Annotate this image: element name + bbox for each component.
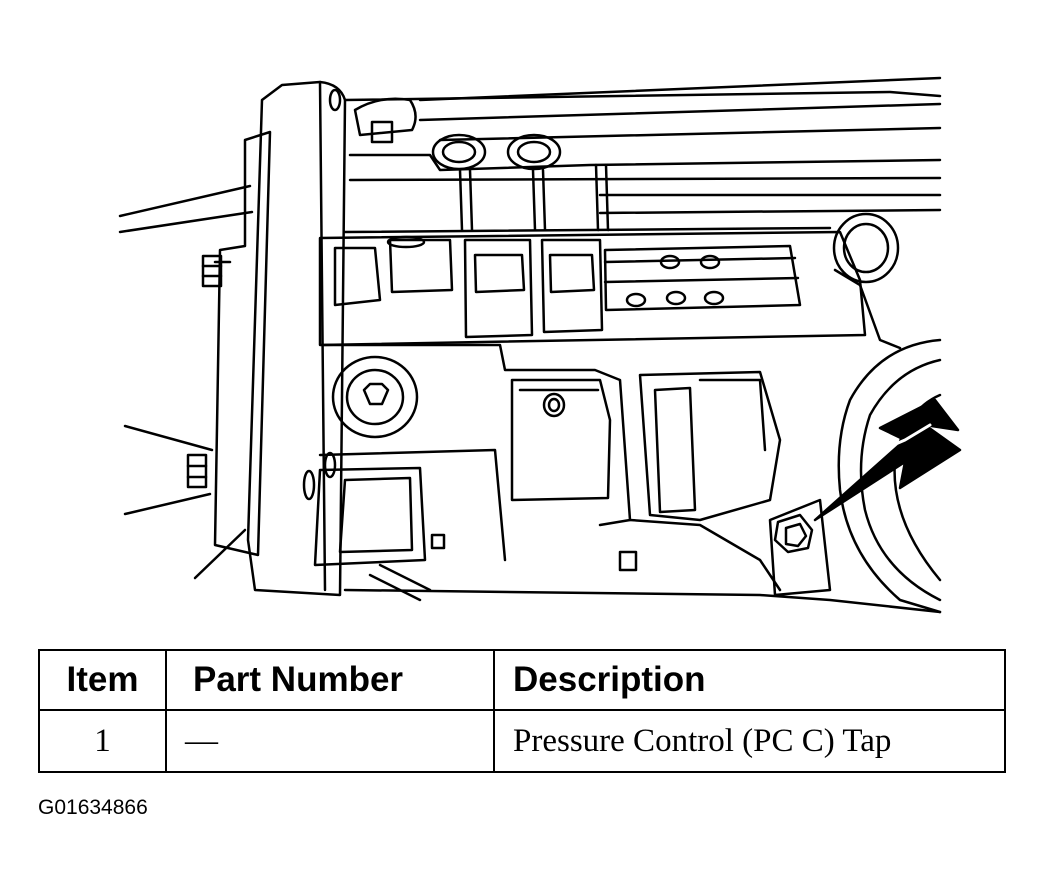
header-description: Description [493, 649, 1006, 711]
cell-item: 1 [38, 709, 167, 773]
table-header-row: Item Part Number Description [38, 649, 1006, 711]
cell-part-number: — [165, 709, 495, 773]
parts-table: Item Part Number Description 1 — Pressur… [38, 649, 1006, 773]
header-part-number: Part Number [165, 649, 495, 711]
table-row: 1 — Pressure Control (PC C) Tap [38, 709, 1006, 773]
header-item: Item [38, 649, 167, 711]
figure-id: G01634866 [38, 796, 148, 819]
transmission-case-illustration [118, 76, 962, 614]
cell-description: Pressure Control (PC C) Tap [493, 709, 1006, 773]
